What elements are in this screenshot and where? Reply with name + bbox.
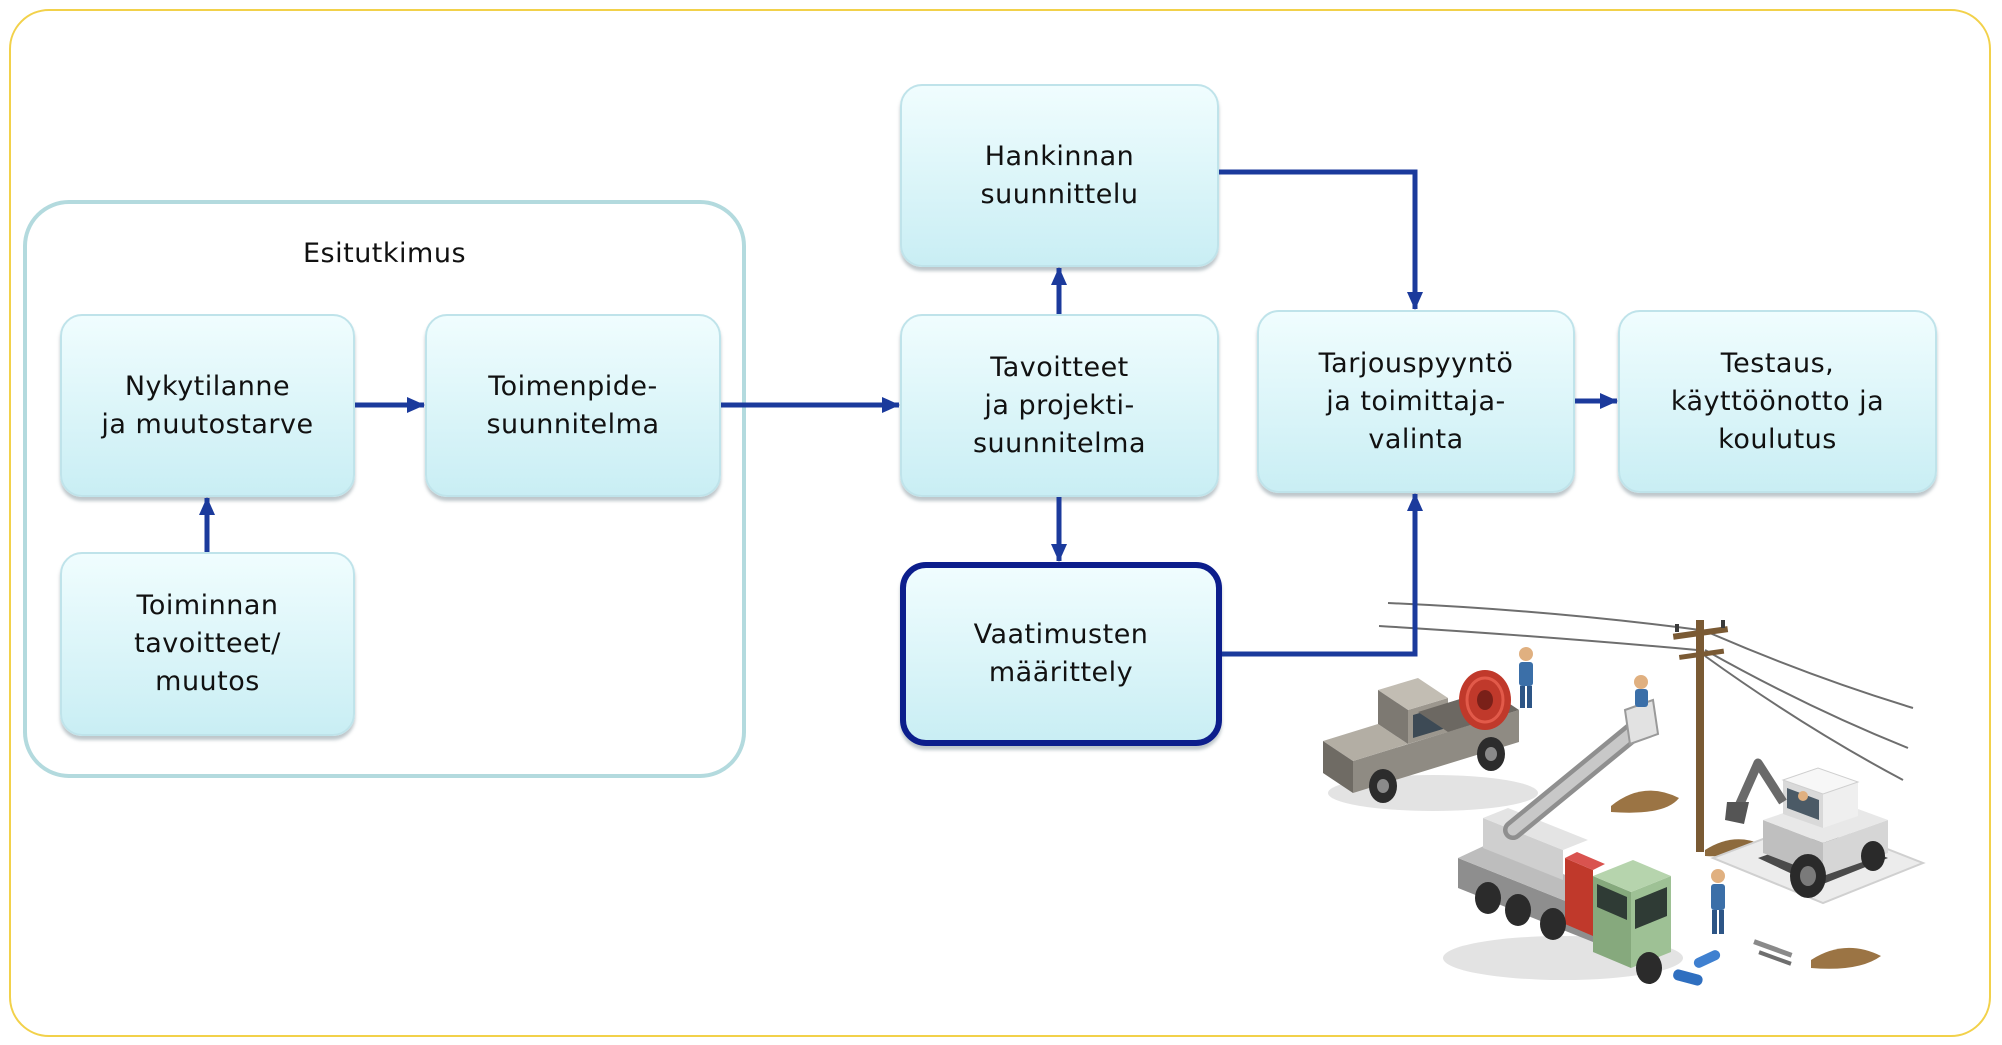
node-line: koulutus: [1718, 423, 1837, 455]
node-line: Toimenpide-: [488, 370, 658, 402]
node-nykytilanne: Nykytilanne ja muutostarve: [60, 314, 355, 497]
node-line: Tarjouspyyntö: [1318, 347, 1514, 379]
node-line: Tavoitteet: [990, 351, 1129, 383]
utility-pole-icon: [1672, 620, 1729, 852]
bucket-truck-icon: [1443, 675, 1683, 984]
node-line: valinta: [1368, 423, 1464, 455]
esitutkimus-group: Esitutkimus: [23, 200, 746, 778]
construction-illustration: [1313, 558, 1937, 1028]
node-line: Testaus,: [1720, 347, 1835, 379]
power-lines-icon: [1378, 602, 1914, 781]
node-line: Vaatimusten: [973, 619, 1149, 650]
node-toimenpidesuunnitelma: Toimenpide- suunnitelma: [425, 314, 721, 497]
group-label: Esitutkimus: [302, 238, 467, 269]
worker-icon: [1711, 869, 1725, 934]
node-line: Nykytilanne: [124, 370, 291, 402]
node-hankinnan-suunnittelu: Hankinnan suunnittelu: [900, 84, 1219, 267]
node-line: suunnitelma: [972, 427, 1147, 459]
node-line: käyttöönotto ja: [1670, 385, 1885, 417]
node-testaus: Testaus, käyttöönotto ja koulutus: [1618, 310, 1937, 493]
excavator-icon: [1725, 758, 1888, 898]
node-line: ja toimittaja-: [1326, 385, 1506, 417]
node-line: muutos: [155, 666, 260, 697]
node-line: ja muutostarve: [101, 408, 314, 440]
slide-frame: [9, 9, 1991, 1037]
worker-icon: [1519, 647, 1533, 708]
pipes-icon: [1673, 939, 1793, 986]
node-line: tavoitteet/: [134, 628, 281, 659]
node-line: suunnittelu: [980, 178, 1139, 210]
node-line: määrittely: [988, 657, 1134, 688]
node-tavoitteet: Tavoitteet ja projekti- suunnitelma: [900, 314, 1219, 497]
cable-reel-icon: [1459, 670, 1511, 730]
node-vaatimusten-maarittely: Vaatimusten määrittely: [900, 562, 1222, 746]
node-line: ja projekti-: [984, 389, 1135, 421]
node-tarjouspyynto: Tarjouspyyntö ja toimittaja- valinta: [1257, 310, 1575, 493]
node-line: Toiminnan: [136, 590, 279, 621]
node-line: Hankinnan: [984, 140, 1135, 172]
node-line: suunnitelma: [486, 408, 660, 440]
dirt-pile-icon: [1611, 790, 1881, 969]
node-toiminnan-tavoitteet: Toiminnan tavoitteet/ muutos: [60, 552, 355, 736]
